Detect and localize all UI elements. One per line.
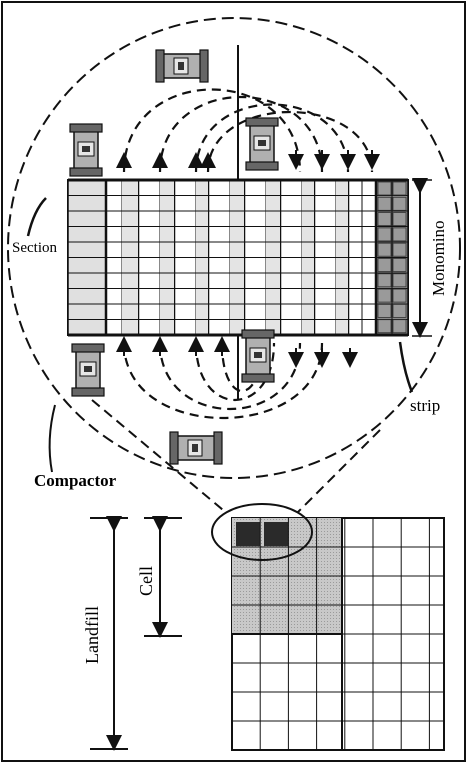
strip-cell [377, 227, 392, 242]
travel-loop [194, 103, 350, 173]
strip-cell [377, 273, 392, 288]
landfill-label: Landfill [82, 606, 102, 664]
travel-loop [158, 95, 324, 173]
compactor-icon [241, 329, 275, 383]
travel-loop [158, 342, 302, 411]
highlight-ellipse [211, 503, 313, 561]
strip-label: strip [410, 396, 440, 415]
strip-cell [377, 212, 392, 227]
strip-cell [377, 242, 392, 257]
compactor-icon [169, 431, 223, 465]
strip-cell [377, 288, 392, 303]
monomino-cell-1 [236, 522, 260, 546]
monomino-label: Monomino [429, 220, 448, 296]
compactor-icon [71, 343, 105, 397]
strip-cell [392, 303, 407, 318]
landfill-cell-grid [231, 517, 445, 751]
travel-loop [206, 110, 374, 173]
magnified-view-circle [7, 17, 461, 479]
strip-cell [377, 258, 392, 272]
section-pointer [26, 197, 47, 237]
strip-cell [392, 242, 407, 257]
strip-cell [392, 181, 407, 196]
strip-cell [392, 288, 407, 303]
strip-pointer [398, 341, 414, 393]
strip-cell [377, 319, 392, 334]
cell-label: Cell [136, 566, 156, 596]
compactor-icon [245, 117, 279, 171]
strip-cell [392, 319, 407, 334]
strip-cell [377, 196, 392, 211]
zoom-line-right [297, 429, 381, 513]
strip-cell [377, 181, 392, 196]
compactor-icon [69, 123, 103, 177]
compactor-label: Compactor [34, 471, 117, 490]
monomino-grid [67, 178, 409, 337]
strip-cell [377, 303, 392, 318]
strip-cell [392, 196, 407, 211]
strip-cell [392, 212, 407, 227]
travel-loop [122, 342, 324, 420]
compactor-icon [155, 49, 209, 83]
compactor-pointer [48, 404, 56, 473]
travel-paths-top [116, 88, 380, 173]
strip-cell [392, 227, 407, 242]
travel-loop [122, 88, 302, 173]
zoom-line-left [91, 399, 224, 511]
strip-cell [392, 258, 407, 272]
monomino-cell-2 [264, 522, 288, 546]
strip-cell [392, 273, 407, 288]
section-label: Section [12, 240, 57, 256]
